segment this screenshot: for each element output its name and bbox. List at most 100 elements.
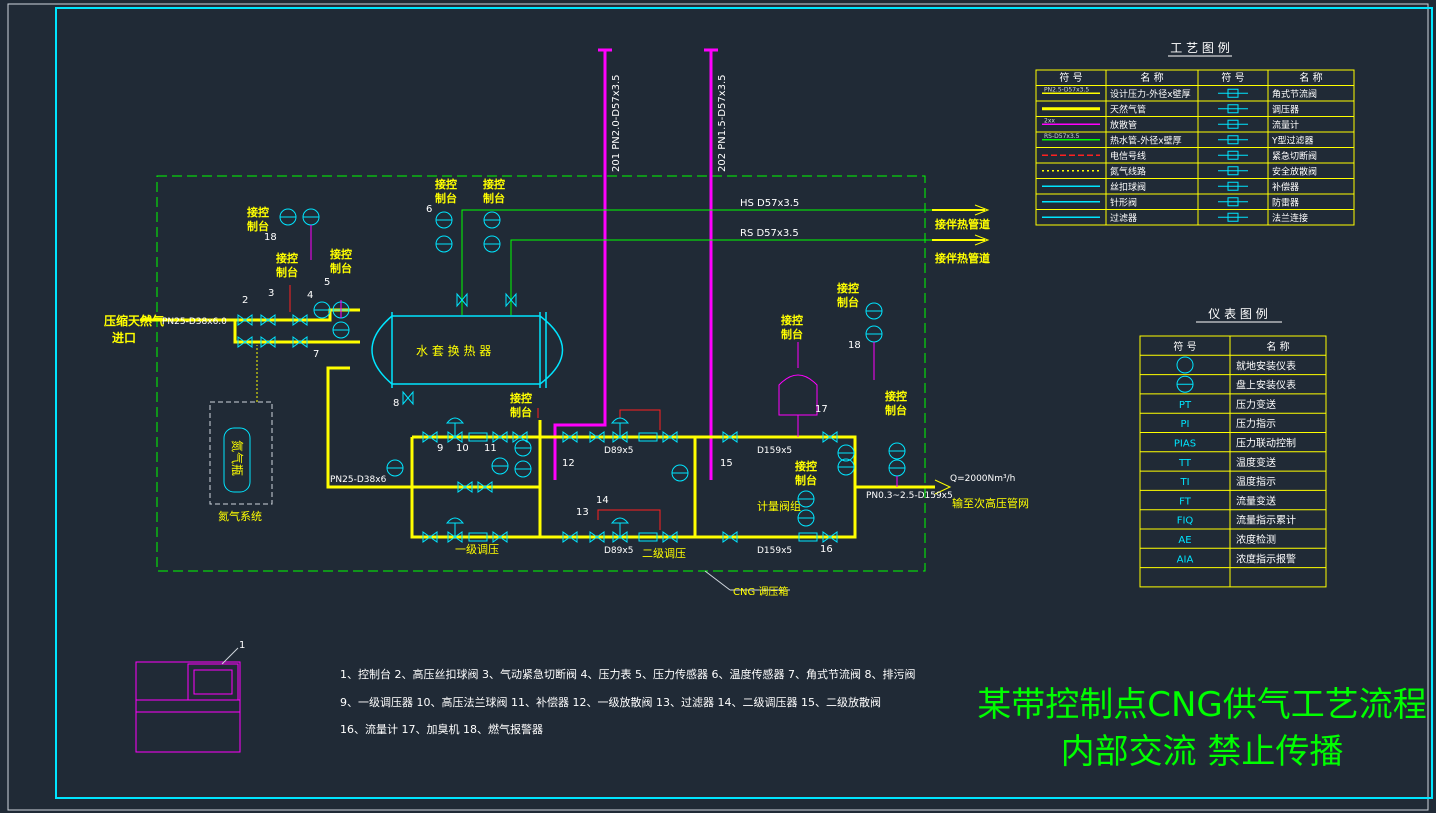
valves <box>237 292 838 543</box>
cng-box-outline <box>156 175 926 572</box>
equipment-tag: 14 <box>596 495 609 506</box>
outlet-spec: PN0.3~2.5-D159x5 <box>866 491 953 501</box>
equipment-tag: 7 <box>313 349 319 360</box>
instrument-legend-name: 浓度指示报警 <box>1236 552 1296 565</box>
equipment-tag: 11 <box>484 443 497 454</box>
control-console <box>135 647 241 753</box>
valve <box>505 292 517 308</box>
equipment-tag: 17 <box>815 404 828 415</box>
instrument-legend-name: 流量指示累计 <box>1236 514 1296 527</box>
process-legend-symbol: RS-D57x3.5 <box>1044 133 1080 140</box>
process-legend-header: 名 称 <box>1299 71 1322 84</box>
process-legend-name: 针形阀 <box>1110 197 1137 209</box>
equipment-tag: 10 <box>456 443 469 454</box>
valve <box>492 431 508 443</box>
inlet-spec: PN25-D38x6.0 <box>162 317 227 327</box>
control-label: 接控 <box>483 177 505 191</box>
equipment-tag: 3 <box>268 288 274 299</box>
equipment-tag: 9 <box>437 443 443 454</box>
equipment-tag: 12 <box>562 458 575 469</box>
process-legend-name: 角式节流阀 <box>1272 88 1317 100</box>
control-label: 接控 <box>885 389 907 403</box>
inlet-label-2: 进口 <box>112 330 136 345</box>
instrument-legend-name: 压力指示 <box>1236 417 1276 430</box>
valve <box>822 531 838 543</box>
instrument-legend-symbol: PT <box>1179 400 1192 411</box>
equipment-tag: 4 <box>307 290 313 301</box>
valve <box>260 314 276 326</box>
control-label: 接控 <box>276 251 298 265</box>
stage2-label: 二级调压 <box>642 547 686 560</box>
process-legend-name: 天然气管 <box>1110 104 1146 116</box>
instrument-legend-symbol: AIA <box>1177 554 1194 565</box>
control-label: 接控 <box>330 247 352 261</box>
process-legend-name: 法兰连接 <box>1272 212 1308 224</box>
d159-bottom: D159x5 <box>757 546 792 556</box>
compensator <box>798 532 818 542</box>
valve <box>422 431 438 443</box>
control-label: 制台 <box>247 219 269 233</box>
process-legend-name: 安全放散阀 <box>1272 166 1317 178</box>
odorizer <box>778 342 818 437</box>
valve <box>457 481 473 493</box>
control-label: 接控 <box>510 391 532 405</box>
equipment-tag: 1 <box>239 640 245 651</box>
valve <box>822 431 838 443</box>
control-label: 制台 <box>885 403 907 417</box>
instrument-legend-symbol: PI <box>1181 419 1190 430</box>
equipment-tag: 16 <box>820 544 833 555</box>
instrument-legend-symbol: TT <box>1178 458 1192 469</box>
valve <box>237 314 253 326</box>
valve <box>662 531 678 543</box>
process-legend-name: 补偿器 <box>1272 181 1299 193</box>
valve <box>722 531 738 543</box>
equipment-tag: 6 <box>426 204 432 215</box>
heat-exchanger-label: 水 套 换 热 器 <box>416 344 491 358</box>
regulator <box>447 531 463 543</box>
control-label: 制台 <box>276 265 298 279</box>
instrument-legend-name: 流量变送 <box>1236 494 1276 507</box>
valve <box>492 531 508 543</box>
control-label: 接控 <box>435 177 457 191</box>
control-label: 制台 <box>781 327 803 341</box>
hs-line-label: HS D57x3.5 <box>740 198 799 209</box>
valve <box>402 390 414 406</box>
regulator <box>447 431 463 443</box>
outlet-label: 输至次高压管网 <box>952 496 1029 510</box>
valve <box>589 531 605 543</box>
control-label: 接控 <box>795 459 817 473</box>
bypass-spec: PN25-D38x6 <box>330 475 387 485</box>
water-lines <box>461 204 990 315</box>
d89-bottom: D89x5 <box>604 546 633 556</box>
process-legend-symbol: PN2.5-D57x3.5 <box>1044 86 1089 93</box>
note-line-1: 1、控制台 2、高压丝扣球阀 3、气动紧急切断阀 4、压力表 5、压力传感器 6… <box>340 667 915 681</box>
process-legend-name: 氮气线路 <box>1110 166 1146 178</box>
inlet-label-1: 压缩天然气 <box>104 313 164 328</box>
compensator <box>638 432 658 442</box>
instrument-legend-name: 温度变送 <box>1236 456 1276 469</box>
nitrogen-bottle <box>223 427 251 493</box>
instrument-legend-symbol: FIQ <box>1177 516 1194 527</box>
note-line-3: 16、流量计 17、加臭机 18、燃气报警器 <box>340 722 543 736</box>
d89-top: D89x5 <box>604 446 633 456</box>
valve <box>292 336 308 348</box>
process-legend-name: 流量计 <box>1272 119 1299 131</box>
valve <box>722 431 738 443</box>
regulator <box>612 431 628 443</box>
drawing-subtitle: 内部交流 禁止传播 <box>1061 732 1344 772</box>
control-label: 制台 <box>330 261 352 275</box>
valve <box>477 481 493 493</box>
valve <box>456 292 468 308</box>
equipment-tag: 5 <box>324 277 330 288</box>
process-legend-name: 紧急切断阀 <box>1272 150 1317 162</box>
metering-label: 计量阀组 <box>757 499 801 513</box>
process-legend-name: 电信号线 <box>1110 150 1146 162</box>
gas-piping <box>140 308 935 539</box>
vent1-label: 201 PN2.0-D57x3.5 <box>611 74 622 172</box>
rs-line-label: RS D57x3.5 <box>740 228 799 239</box>
drawing-title: 某带控制点CNG供气工艺流程 <box>977 685 1427 725</box>
equipment-tag: 15 <box>720 458 733 469</box>
d159-top: D159x5 <box>757 446 792 456</box>
